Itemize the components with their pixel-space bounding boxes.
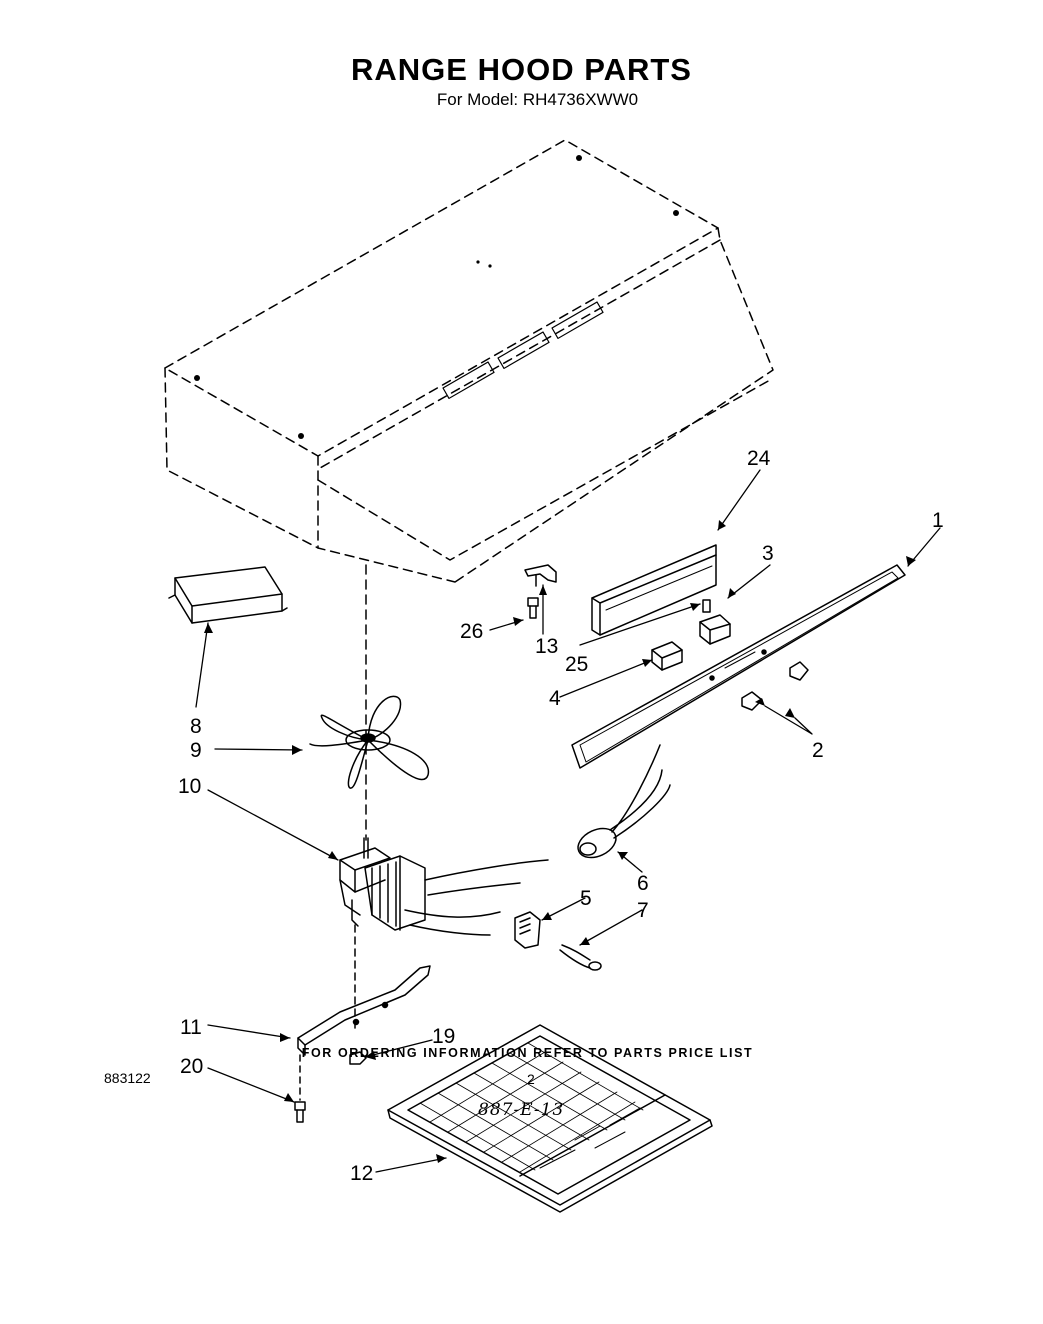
- callout-9: 9: [190, 739, 202, 762]
- callout-13: 13: [535, 635, 558, 658]
- callout-labels: 1 2 3 4 5 6 7 8 9 10 11 12 13 19 20 24 2…: [178, 447, 944, 1185]
- motor-bracket: [297, 965, 431, 1101]
- control-knob-lower: [741, 691, 763, 711]
- wire-connector: [559, 944, 602, 971]
- control-panel-strip: [571, 564, 906, 769]
- fan-motor: [339, 837, 549, 1031]
- nut: [349, 1051, 367, 1065]
- callout-1: 1: [932, 509, 944, 532]
- callout-5: 5: [580, 887, 592, 910]
- light-socket-clip: [524, 564, 557, 587]
- callout-11: 11: [180, 1016, 202, 1039]
- callout-3: 3: [762, 542, 774, 565]
- model-subtitle: For Model: RH4736XWW0: [436, 90, 639, 109]
- fan-blade: [309, 695, 430, 789]
- callout-26: 26: [460, 620, 483, 643]
- mounting-screw: [527, 597, 539, 619]
- hood-housing: [164, 139, 774, 841]
- document-number: 883122: [104, 1070, 151, 1086]
- control-knob-upper: [789, 661, 809, 681]
- grease-filter: [387, 1024, 713, 1213]
- switch-lower: [651, 641, 683, 671]
- callout-24: 24: [747, 447, 771, 470]
- blower-box: [168, 566, 288, 624]
- terminal-block: [514, 911, 541, 949]
- callout-12: 12: [350, 1162, 373, 1185]
- switch-upper: [699, 599, 731, 645]
- leader-lines: [195, 469, 941, 1173]
- callout-19: 19: [432, 1025, 455, 1048]
- hood-screw-holes: [194, 155, 679, 439]
- filter-mesh: [419, 1042, 644, 1173]
- callout-10: 10: [178, 775, 201, 798]
- hood-vent-slots: [442, 301, 604, 399]
- page-number: 2: [527, 1071, 535, 1087]
- callout-7: 7: [637, 899, 649, 922]
- callout-20: 20: [180, 1055, 203, 1078]
- callout-2: 2: [812, 739, 824, 762]
- light-bar: [591, 544, 717, 636]
- callout-4: 4: [549, 687, 561, 710]
- ordering-note: FOR ORDERING INFORMATION REFER TO PARTS …: [301, 1046, 754, 1060]
- arrowheads: [204, 520, 916, 1163]
- lamp-socket: [577, 744, 671, 859]
- callout-25: 25: [565, 653, 588, 676]
- callout-6: 6: [637, 872, 649, 895]
- screw-bracket: [294, 1101, 306, 1123]
- handwritten-note: 887-E-13: [478, 1100, 565, 1120]
- page-title: RANGE HOOD PARTS: [351, 52, 692, 87]
- callout-8: 8: [190, 715, 202, 738]
